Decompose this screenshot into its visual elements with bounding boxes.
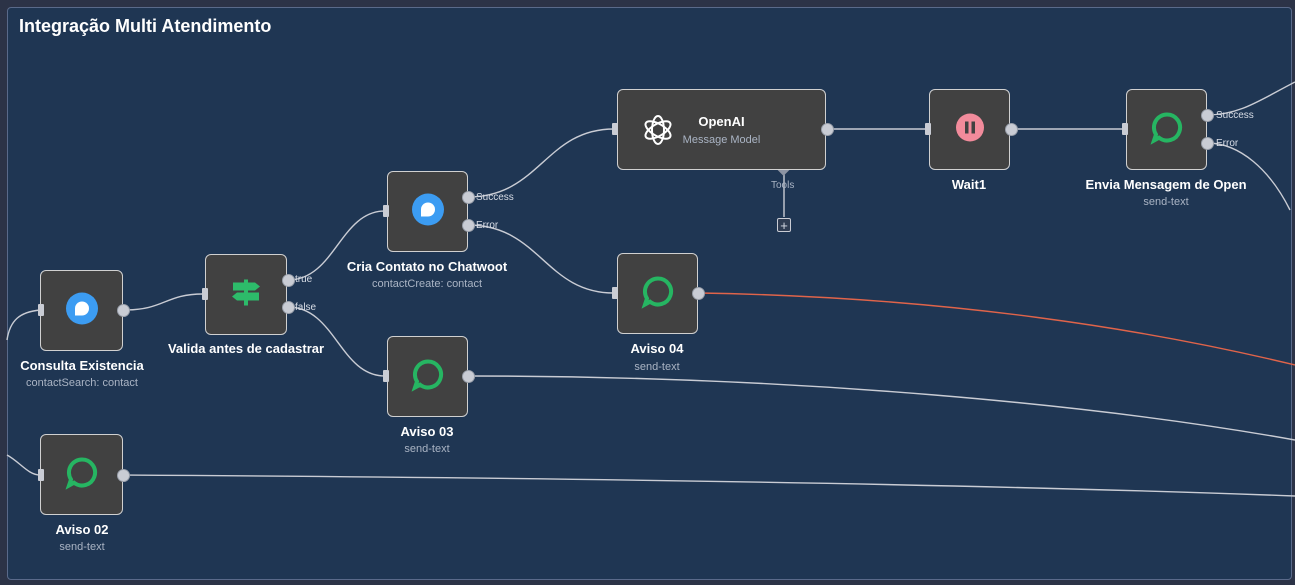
- group-title: Integração Multi Atendimento: [19, 16, 272, 36]
- valida-true-label: true: [295, 274, 313, 285]
- consulta-output-handle[interactable]: [117, 304, 130, 317]
- envia-success-handle[interactable]: [1201, 109, 1214, 122]
- cria-error-handle[interactable]: [462, 219, 475, 232]
- edge-envia-error: [1206, 142, 1291, 211]
- node-aviso-02[interactable]: [40, 434, 123, 515]
- wait-title: Wait1: [951, 177, 987, 192]
- aviso04-title: Aviso 04: [630, 341, 684, 356]
- envia-error-handle[interactable]: [1201, 137, 1214, 150]
- edge-envia-success: [1206, 81, 1295, 116]
- node-valida-antes-de-cadastrar[interactable]: [205, 254, 287, 335]
- openai-input-handle[interactable]: [612, 123, 618, 135]
- envia-title: Envia Mensagem de Open: [1085, 177, 1247, 192]
- edge-cria-openai: [467, 128, 615, 198]
- envia-subtitle: send-text: [1143, 196, 1189, 208]
- cria-error-label: Error: [476, 220, 499, 231]
- aviso04-input-handle[interactable]: [612, 287, 618, 299]
- add-tool-button[interactable]: +: [777, 218, 791, 232]
- consulta-input-handle[interactable]: [38, 304, 44, 316]
- aviso04-output-handle[interactable]: [692, 287, 705, 300]
- openai-subtitle: Message Model: [682, 134, 761, 146]
- valida-title: Valida antes de cadastrar: [167, 341, 325, 356]
- chat-bubble-icon: [1149, 110, 1184, 149]
- cria-success-label: Success: [476, 192, 514, 203]
- node-cria-contato[interactable]: [387, 171, 468, 252]
- edge-valida-aviso03: [287, 306, 386, 377]
- aviso02-subtitle: send-text: [59, 541, 105, 553]
- valida-false-handle[interactable]: [282, 301, 295, 314]
- cria-success-handle[interactable]: [462, 191, 475, 204]
- consulta-subtitle: contactSearch: contact: [26, 377, 138, 389]
- envia-error-label: Error: [1216, 138, 1239, 149]
- edge-cria-aviso04: [467, 224, 615, 294]
- chat-bubble-icon: [64, 455, 99, 494]
- aviso04-subtitle: send-text: [634, 361, 680, 373]
- aviso03-input-handle[interactable]: [383, 370, 389, 382]
- wait-input-handle[interactable]: [925, 123, 931, 135]
- openai-output-handle[interactable]: [821, 123, 834, 136]
- openai-icon: [640, 112, 676, 153]
- edge-valida-cria: [287, 210, 386, 281]
- envia-input-handle[interactable]: [1122, 123, 1128, 135]
- aviso03-title: Aviso 03: [400, 424, 454, 439]
- edge-consulta-valida: [123, 293, 204, 311]
- valida-input-handle[interactable]: [202, 288, 208, 300]
- node-wait1[interactable]: [929, 89, 1010, 170]
- openai-title: OpenAI: [698, 114, 745, 129]
- valida-true-handle[interactable]: [282, 274, 295, 287]
- node-consulta-existencia[interactable]: [40, 270, 123, 351]
- edge-aviso02-out: [123, 474, 1295, 497]
- pause-icon: [955, 112, 985, 147]
- node-aviso-03[interactable]: [387, 336, 468, 417]
- edge-in-aviso02: [6, 454, 41, 476]
- chatwoot-icon: [411, 192, 445, 231]
- envia-success-label: Success: [1216, 110, 1254, 121]
- node-aviso-04[interactable]: [617, 253, 698, 334]
- aviso03-output-handle[interactable]: [462, 370, 475, 383]
- node-envia-mensagem[interactable]: [1126, 89, 1207, 170]
- chat-bubble-icon: [410, 357, 445, 396]
- chatwoot-icon: [65, 291, 99, 330]
- openai-tools-label: Tools: [771, 180, 795, 191]
- aviso02-input-handle[interactable]: [38, 469, 44, 481]
- aviso02-title: Aviso 02: [55, 522, 109, 537]
- chat-bubble-icon: [640, 274, 675, 313]
- cria-input-handle[interactable]: [383, 205, 389, 217]
- cria-title: Cria Contato no Chatwoot: [346, 259, 508, 274]
- consulta-title: Consulta Existencia: [20, 358, 144, 373]
- aviso03-subtitle: send-text: [404, 443, 450, 455]
- valida-false-label: false: [295, 302, 317, 313]
- wait-output-handle[interactable]: [1005, 123, 1018, 136]
- aviso02-output-handle[interactable]: [117, 469, 130, 482]
- edge-aviso04-out: [698, 292, 1295, 366]
- edge-aviso03-out: [468, 375, 1295, 441]
- edge-in-consulta: [6, 309, 41, 341]
- signpost-icon: [229, 277, 263, 312]
- cria-subtitle: contactCreate: contact: [371, 278, 483, 290]
- node-openai[interactable]: OpenAI Message Model: [617, 89, 826, 170]
